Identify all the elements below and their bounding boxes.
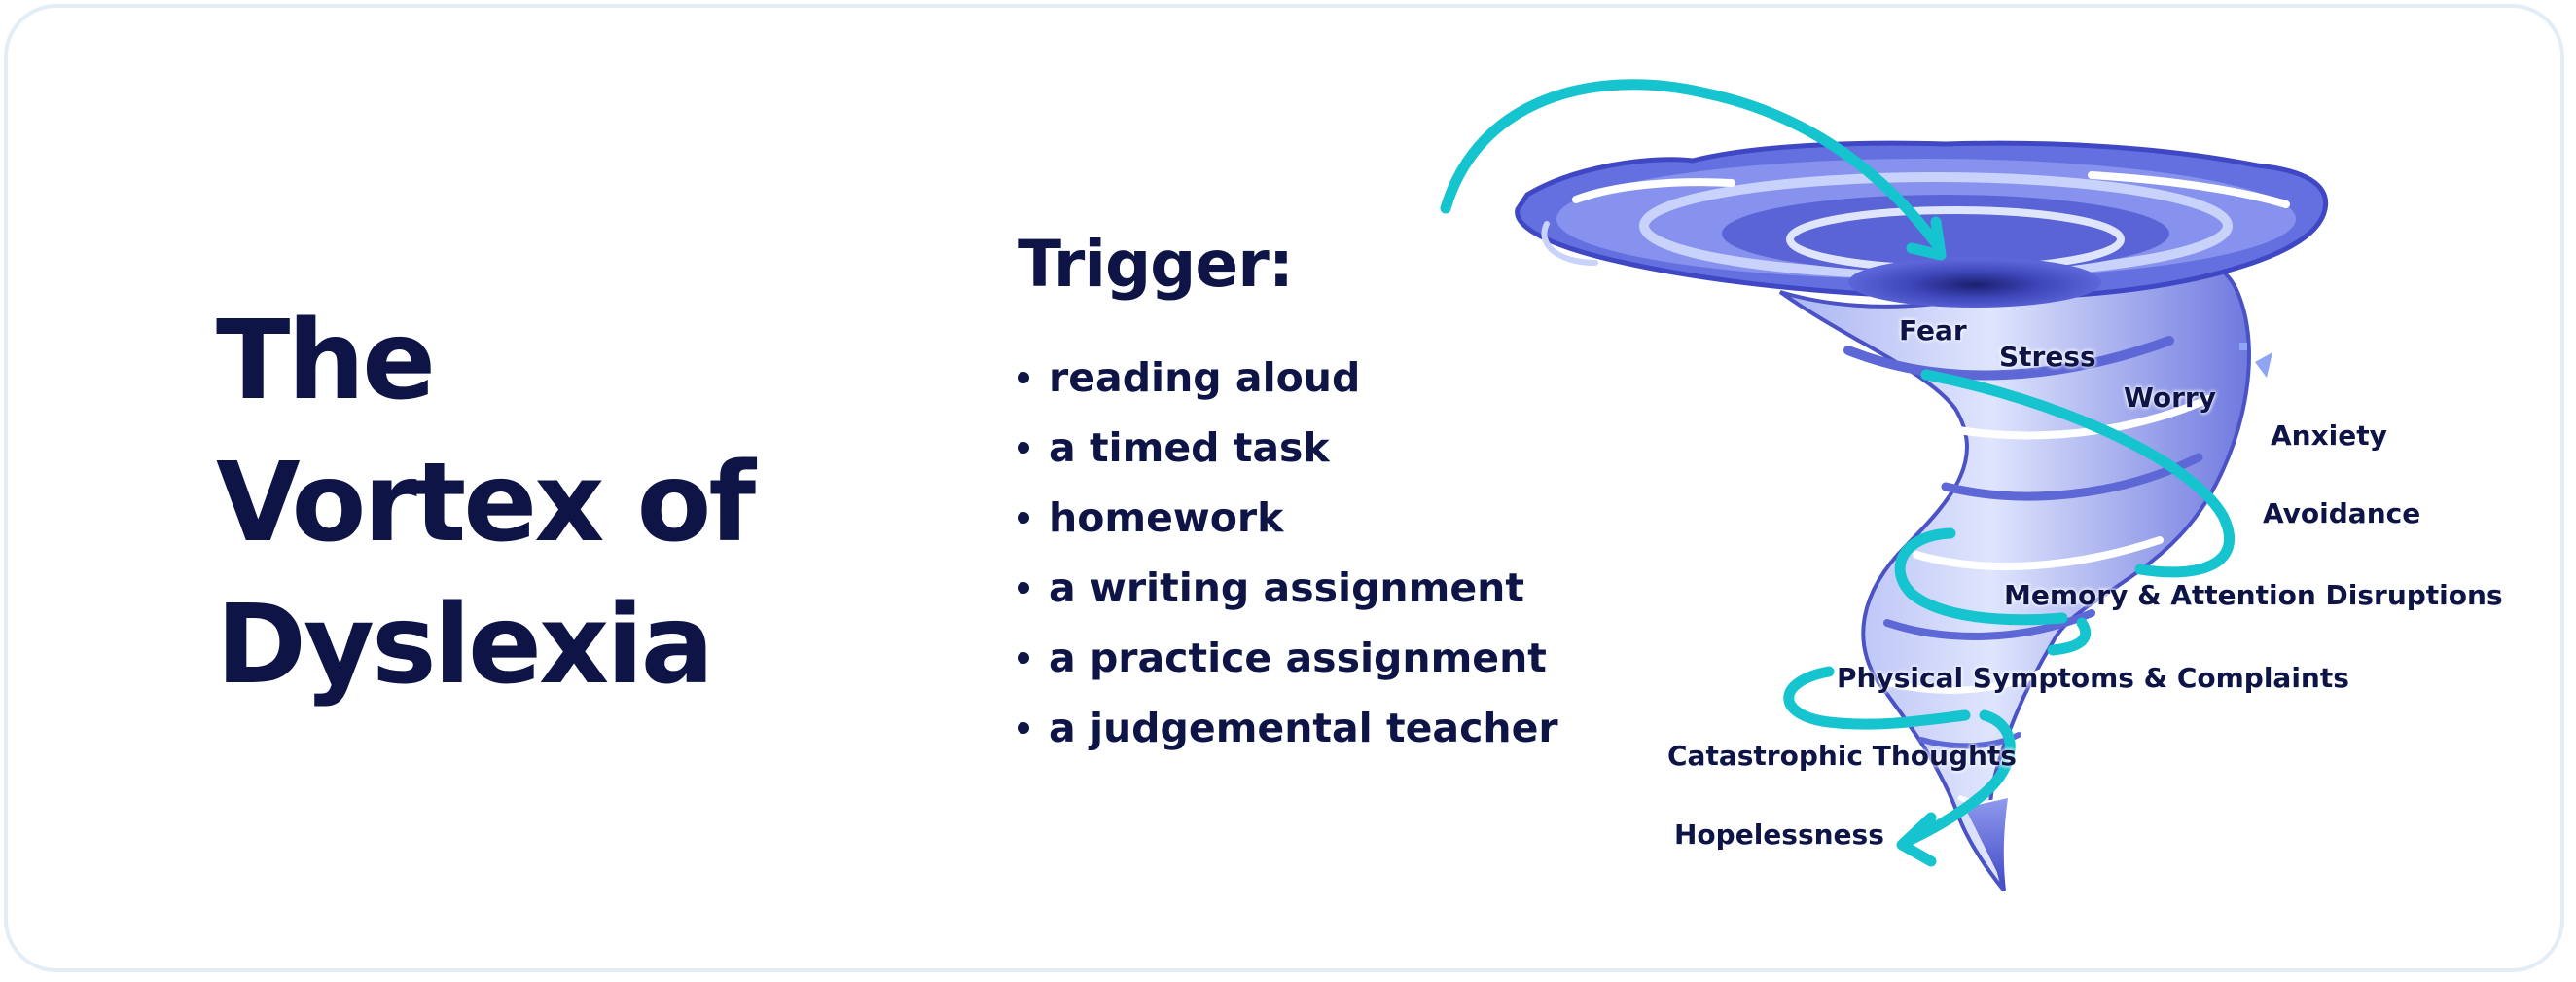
vortex-label-avoidance: Avoidance bbox=[2263, 497, 2421, 529]
vortex-label-memory: Memory & Attention Disruptions bbox=[2004, 579, 2503, 611]
trigger-item: reading aloud bbox=[1018, 343, 1558, 413]
debris-shape bbox=[2255, 352, 2272, 378]
bullet-icon bbox=[1018, 722, 1029, 734]
tornado-tail bbox=[1965, 798, 2008, 891]
vortex-label-worry: Worry bbox=[2124, 382, 2216, 414]
vortex-label-physical: Physical Symptoms & Complaints bbox=[1837, 662, 2349, 694]
trigger-item-label: a writing assignment bbox=[1049, 564, 1524, 611]
bullet-icon bbox=[1018, 582, 1029, 594]
bullet-icon bbox=[1018, 512, 1029, 524]
trigger-item-label: a timed task bbox=[1049, 424, 1330, 471]
trigger-item: a judgemental teacher bbox=[1018, 693, 1558, 763]
trigger-item-label: a practice assignment bbox=[1049, 635, 1547, 681]
trigger-list: reading aloud a timed task homework a wr… bbox=[1018, 343, 1558, 763]
swirl-band bbox=[1941, 453, 2203, 501]
title-line: Dyslexia bbox=[216, 582, 714, 709]
vortex-label-stress: Stress bbox=[1999, 341, 2096, 373]
bullet-icon bbox=[1018, 372, 1029, 383]
arrow-head bbox=[1906, 216, 1947, 261]
trigger-item-label: reading aloud bbox=[1049, 354, 1361, 401]
arrow-path bbox=[1920, 369, 2235, 578]
arrow-path bbox=[2047, 617, 2092, 656]
trigger-item: homework bbox=[1018, 483, 1558, 553]
title-line: Vortex of bbox=[216, 440, 756, 566]
trigger-heading: Trigger: bbox=[1018, 227, 1294, 302]
swirl-band bbox=[1572, 178, 1735, 203]
swirl-band bbox=[1913, 536, 2164, 570]
debris-shape bbox=[2239, 343, 2247, 350]
trigger-item-label: homework bbox=[1049, 494, 1284, 541]
title-line: The bbox=[216, 298, 436, 424]
trigger-item-label: a judgemental teacher bbox=[1049, 705, 1558, 751]
swirl-band bbox=[1903, 395, 2212, 440]
trigger-item: a timed task bbox=[1018, 413, 1558, 483]
swirl-band bbox=[2088, 171, 2290, 208]
vortex-label-fear: Fear bbox=[1899, 314, 1967, 346]
swirl-band bbox=[1541, 221, 1598, 266]
vortex-label-anxiety: Anxiety bbox=[2271, 419, 2387, 452]
arrow-path bbox=[1440, 79, 1942, 249]
swirl-band bbox=[1878, 668, 2047, 694]
vortex-label-catastrophic: Catastrophic Thoughts bbox=[1667, 740, 2017, 772]
swirl-band bbox=[1843, 336, 2174, 381]
arrow-path bbox=[1901, 709, 2016, 848]
bullet-icon bbox=[1018, 652, 1029, 664]
trigger-item: a writing assignment bbox=[1018, 553, 1558, 623]
bullet-icon bbox=[1018, 442, 1029, 454]
page-title: The Vortex of Dyslexia bbox=[216, 290, 839, 716]
arrow-path bbox=[1894, 527, 2068, 626]
vortex-label-hopelessness: Hopelessness bbox=[1674, 818, 1884, 851]
trigger-item: a practice assignment bbox=[1018, 623, 1558, 693]
arrow-head bbox=[1896, 812, 1937, 867]
vortex-eye bbox=[1848, 257, 2101, 308]
swirl-band bbox=[1883, 609, 2095, 640]
arrow-path bbox=[1783, 666, 1971, 730]
